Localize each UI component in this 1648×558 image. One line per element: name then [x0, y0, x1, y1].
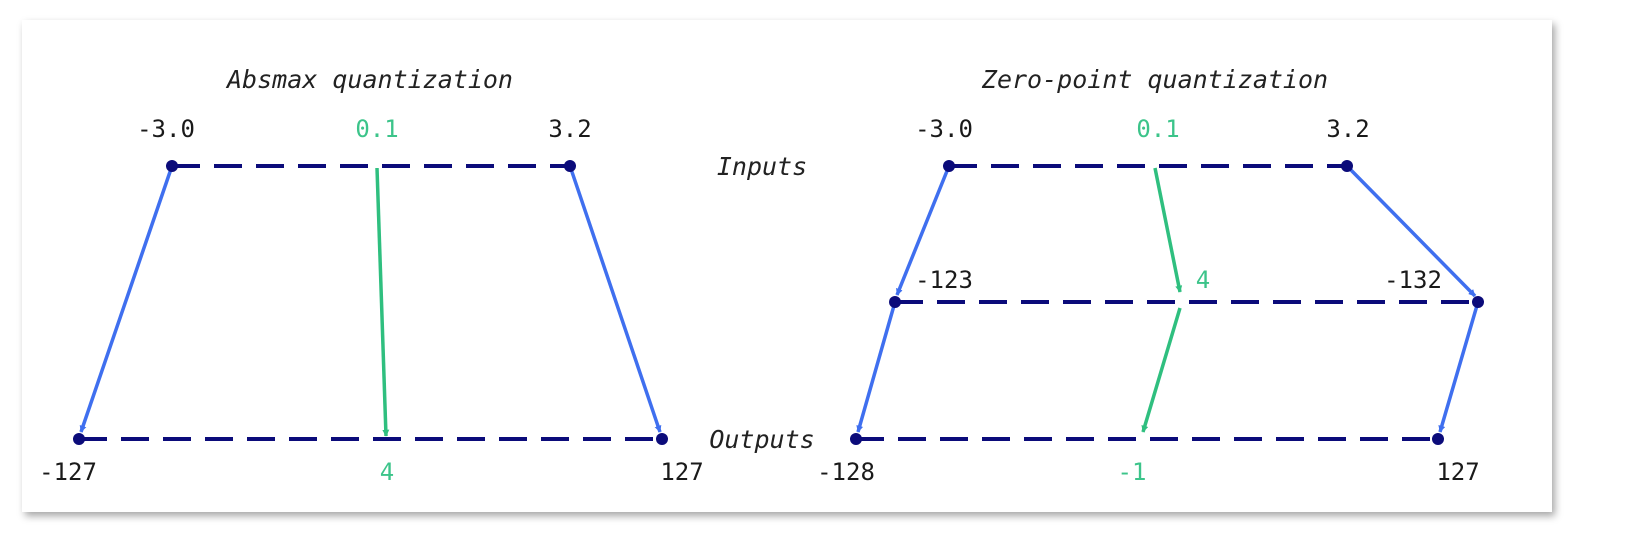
- absmax-output-min-dot: [73, 433, 85, 445]
- absmax-output-max-label: 127: [660, 458, 703, 486]
- zeropoint-output-min-label: -128: [817, 458, 875, 486]
- zeropoint-input-max-label: 3.2: [1326, 115, 1369, 143]
- zeropoint-arrow-center-upper: [1153, 167, 1183, 293]
- outputs-row-label: Outputs: [709, 425, 814, 454]
- diagram-card: [22, 20, 1552, 512]
- absmax-output-max-dot: [656, 433, 668, 445]
- zeropoint-arrow-center-lower: [1141, 307, 1182, 433]
- absmax-input-min-label: -3.0: [137, 115, 195, 143]
- zeropoint-input-value-label: 0.1: [1136, 115, 1179, 143]
- zeropoint-output-min-dot: [850, 433, 862, 445]
- inputs-row-label: Inputs: [717, 152, 807, 181]
- zeropoint-title: Zero-point quantization: [981, 65, 1328, 94]
- absmax-input-max-dot: [564, 160, 576, 172]
- zeropoint-input-min-label: -3.0: [915, 115, 973, 143]
- absmax-input-min-dot: [166, 160, 178, 172]
- zeropoint-middle-value-label: 4: [1196, 266, 1210, 294]
- absmax-arrow-right: [568, 165, 662, 433]
- absmax-output-min-label: -127: [39, 458, 97, 486]
- zeropoint-arrow-left-lower: [856, 301, 897, 433]
- zeropoint-input-max-dot: [1341, 160, 1353, 172]
- zeropoint-arrow-left-upper: [895, 165, 951, 296]
- absmax-output-value-label: 4: [380, 458, 394, 486]
- zeropoint-output-value-label: -1: [1118, 458, 1147, 486]
- zeropoint-panel: Zero-point quantization -3.0 0.1 3.2 -12…: [817, 65, 1484, 486]
- absmax-arrow-left: [79, 165, 174, 433]
- zeropoint-arrow-right-upper: [1345, 164, 1477, 298]
- zeropoint-output-max-dot: [1432, 433, 1444, 445]
- zeropoint-middle-min-label: -123: [915, 266, 973, 294]
- absmax-title: Absmax quantization: [225, 65, 513, 94]
- absmax-input-value-label: 0.1: [355, 115, 398, 143]
- zeropoint-output-max-label: 127: [1436, 458, 1479, 486]
- absmax-arrow-center: [375, 167, 390, 437]
- zeropoint-middle-max-label: -132: [1384, 266, 1442, 294]
- zeropoint-middle-min-dot: [889, 296, 901, 308]
- zeropoint-arrow-right-lower: [1438, 301, 1480, 433]
- absmax-input-max-label: 3.2: [548, 115, 591, 143]
- absmax-panel: Absmax quantization -3.0 0.1 3.2 -127 4 …: [39, 65, 704, 486]
- zeropoint-input-min-dot: [943, 160, 955, 172]
- zeropoint-middle-max-dot: [1472, 296, 1484, 308]
